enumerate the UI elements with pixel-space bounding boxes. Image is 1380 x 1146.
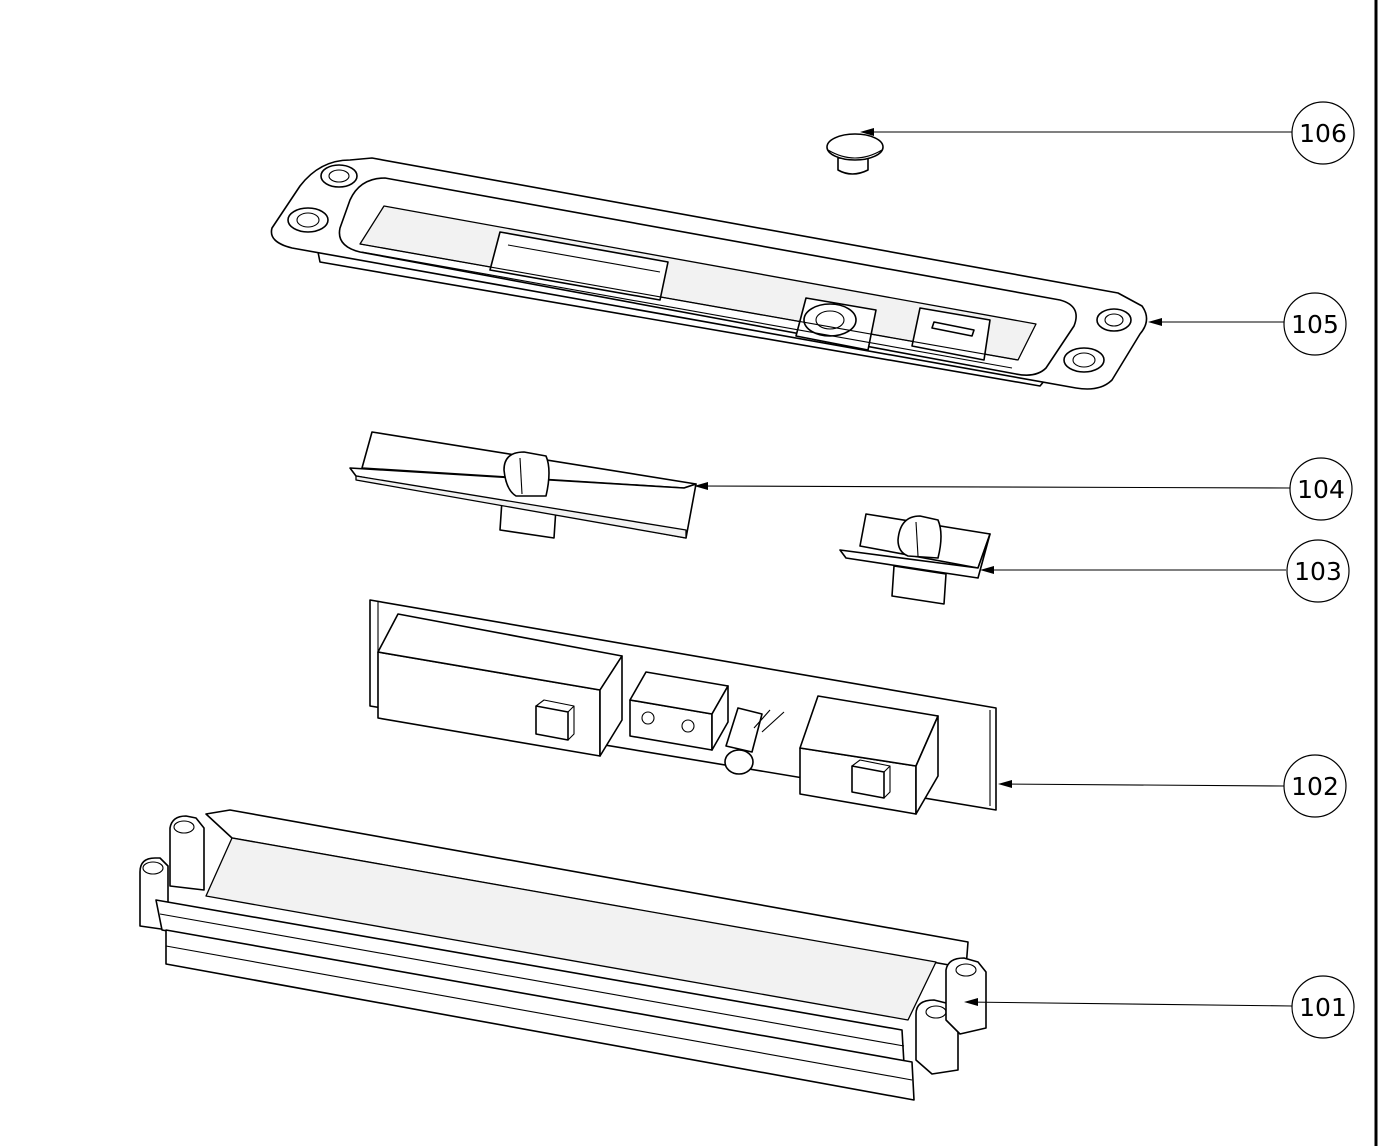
callout-bubble bbox=[1289, 457, 1353, 521]
part-104-long-slider bbox=[349, 431, 697, 539]
callout-bubble bbox=[1291, 101, 1355, 165]
leader-line bbox=[695, 485, 1291, 489]
part-101-base-housing bbox=[139, 809, 987, 1101]
leader-arrowhead bbox=[964, 998, 978, 1006]
callout-label: 104 bbox=[1297, 475, 1345, 504]
callout-104: 104 bbox=[694, 457, 1353, 521]
part-106-cap bbox=[826, 133, 884, 175]
part-102-pcb bbox=[369, 599, 997, 815]
callout-bubble bbox=[1283, 292, 1347, 356]
leader-arrowhead bbox=[998, 780, 1012, 788]
leader-arrowhead bbox=[694, 482, 708, 490]
callout-label: 101 bbox=[1299, 993, 1347, 1022]
callout-label: 105 bbox=[1291, 310, 1339, 339]
leader-line bbox=[999, 783, 1285, 787]
callout-106: 106 bbox=[860, 101, 1355, 165]
callout-label: 103 bbox=[1294, 557, 1342, 586]
callout-102: 102 bbox=[998, 754, 1347, 818]
callout-101: 101 bbox=[964, 975, 1355, 1039]
callout-label: 106 bbox=[1299, 119, 1347, 148]
leader-arrowhead bbox=[860, 128, 874, 136]
callout-bubble bbox=[1286, 539, 1350, 603]
part-105-top-cover bbox=[270, 157, 1148, 390]
callout-105: 105 bbox=[1148, 292, 1347, 356]
callout-bubble bbox=[1291, 975, 1355, 1039]
leader-line bbox=[965, 1001, 1293, 1007]
leader-arrowhead bbox=[1148, 318, 1162, 326]
part-103-short-slider bbox=[839, 513, 991, 605]
leader-arrowhead bbox=[980, 566, 994, 574]
callout-bubble bbox=[1283, 754, 1347, 818]
callout-label: 102 bbox=[1291, 772, 1339, 801]
callout-103: 103 bbox=[980, 539, 1350, 603]
